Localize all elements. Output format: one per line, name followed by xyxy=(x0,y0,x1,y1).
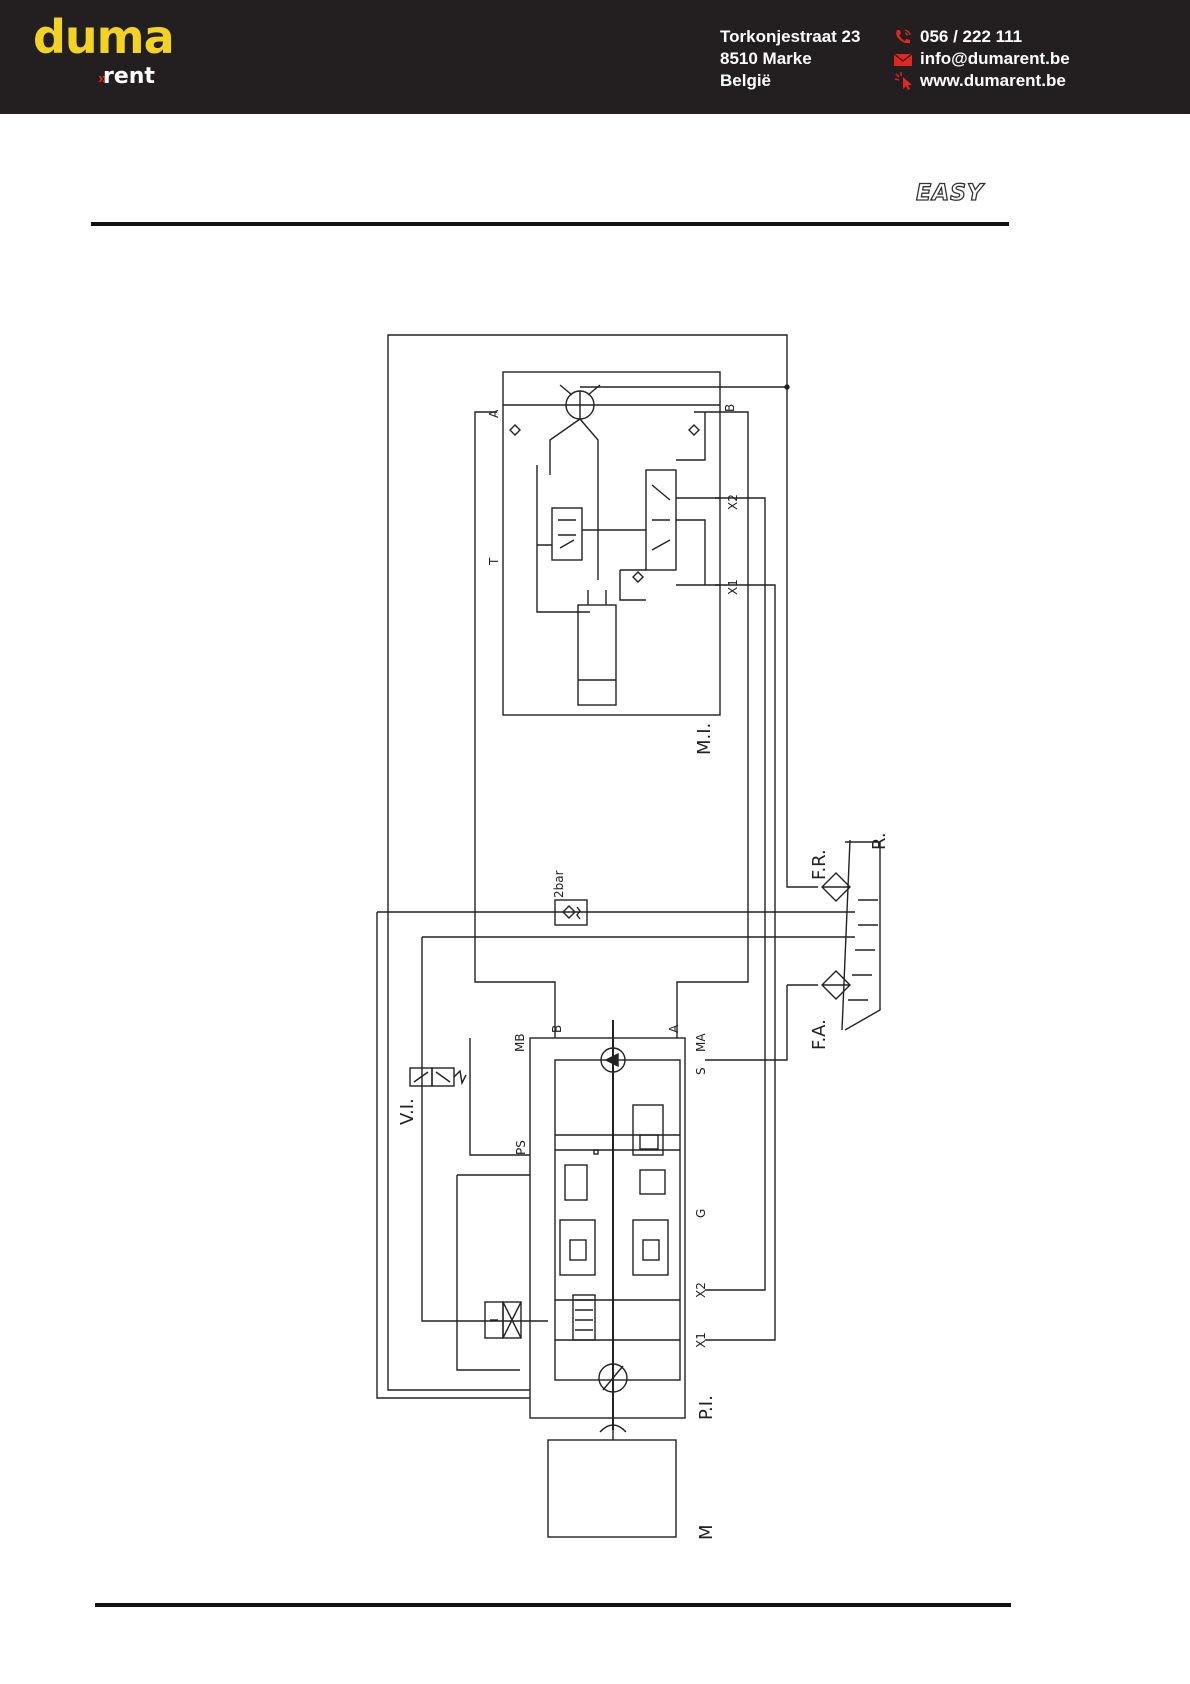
port-a-mi: A xyxy=(487,409,501,418)
port-x2-mi: X2 xyxy=(726,494,740,510)
label-vi: V.I. xyxy=(397,1098,418,1125)
port-b-pi: B xyxy=(550,1025,564,1033)
label-check-valve: 2bar xyxy=(552,870,566,898)
port-ps: PS xyxy=(514,1140,528,1155)
connection-lines xyxy=(377,335,855,1398)
label-mi: M.I. xyxy=(694,723,715,755)
label-fa: F.A. xyxy=(809,1019,830,1050)
drive-motor-m xyxy=(548,1418,676,1537)
label-r: R. xyxy=(869,832,890,850)
label-fr: F.R. xyxy=(809,849,830,880)
label-m: M xyxy=(696,1524,717,1540)
port-x2-pi: X2 xyxy=(694,1282,708,1298)
label-pi: P.I. xyxy=(696,1395,717,1420)
port-b-mi: B xyxy=(723,404,737,412)
port-t: T xyxy=(487,557,501,566)
filters-reservoir xyxy=(822,840,880,1030)
port-x1-mi: X1 xyxy=(726,579,740,595)
motor-unit-mi xyxy=(503,372,720,715)
valve-vi xyxy=(410,1068,466,1086)
port-mb: MB xyxy=(513,1033,527,1052)
port-x1-pi: X1 xyxy=(694,1332,708,1348)
port-a-pi: A xyxy=(667,1024,681,1033)
port-g: G xyxy=(694,1209,708,1218)
port-s: S xyxy=(694,1067,708,1075)
port-ma: MA xyxy=(694,1033,708,1052)
pump-unit-pi xyxy=(485,1020,685,1430)
